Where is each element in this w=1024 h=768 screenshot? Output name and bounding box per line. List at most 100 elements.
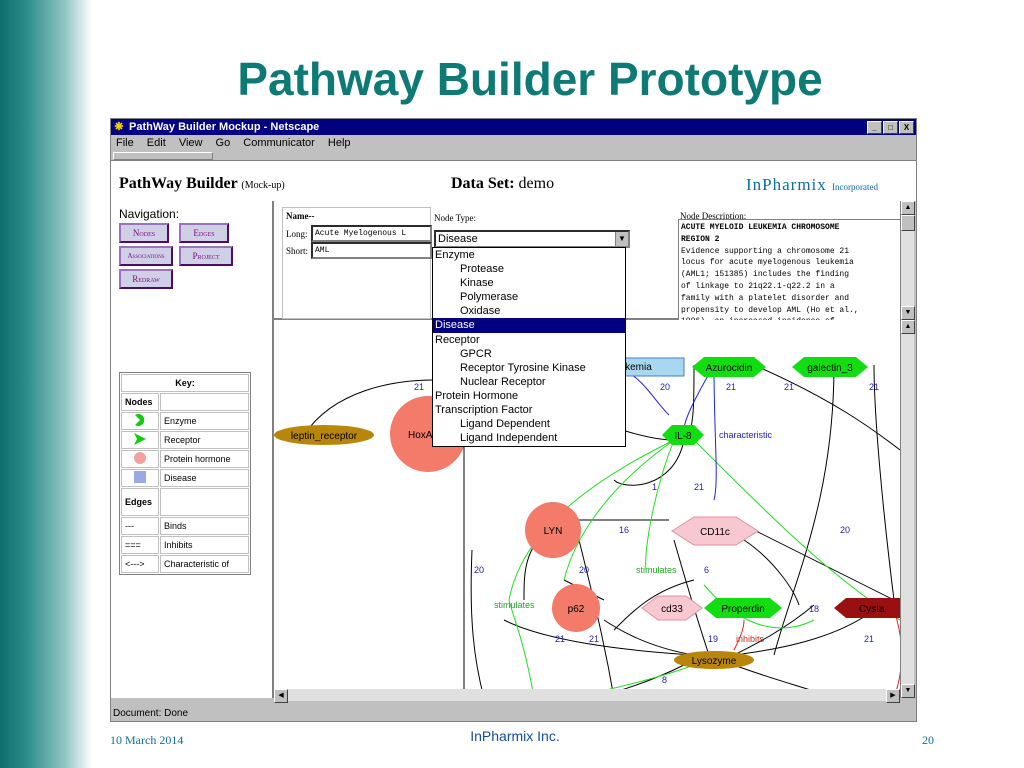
node-leptin-receptor[interactable]: leptin_receptor xyxy=(274,425,374,445)
node-p62[interactable]: p62 xyxy=(552,584,600,632)
node-label: IL-8 xyxy=(674,431,692,442)
edge-number: 21 xyxy=(589,634,599,644)
option-enzyme[interactable]: Enzyme xyxy=(435,249,475,261)
option-receptor[interactable]: Receptor xyxy=(435,333,480,346)
option-protein-hormone[interactable]: Protein Hormone xyxy=(435,389,519,402)
node-label: cd33 xyxy=(661,604,683,615)
option-ligand-dependent[interactable]: Ligand Dependent xyxy=(460,418,550,431)
node-label: galectin_3 xyxy=(807,363,853,374)
menu-view[interactable]: View xyxy=(178,137,203,149)
disease-icon xyxy=(121,469,159,487)
option-gpcr[interactable]: GPCR xyxy=(460,347,492,360)
top-scrollbar[interactable]: ▲ ▼ xyxy=(900,201,915,320)
close-button[interactable]: X xyxy=(899,121,914,134)
option-protease[interactable]: Protease xyxy=(460,263,505,276)
edge xyxy=(733,609,875,656)
option-ligand-independent[interactable]: Ligand Independent xyxy=(460,432,558,445)
key-enzyme: Enzyme xyxy=(160,412,249,430)
option-oxidase[interactable]: Oxidase xyxy=(460,305,501,318)
node-lysozyme[interactable]: Lysozyme xyxy=(674,651,754,669)
canvas-horizontal-scrollbar[interactable]: ◀ ▶ xyxy=(274,689,900,703)
node-lyn[interactable]: LYN xyxy=(525,502,581,558)
edge-number: 1 xyxy=(652,482,657,492)
edge xyxy=(470,549,485,698)
edge xyxy=(303,379,435,436)
canvas-vertical-scrollbar[interactable]: ▲ ▼ xyxy=(900,320,915,698)
node-il-8[interactable]: IL-8 xyxy=(662,425,704,445)
node-properdin[interactable]: Properdin xyxy=(704,598,782,618)
maximize-button[interactable]: □ xyxy=(883,121,898,134)
node-description-text[interactable]: ACUTE MYELOID LEUKEMIA CHROMOSOME REGION… xyxy=(678,219,904,335)
node-cd11c[interactable]: CD11c xyxy=(671,516,759,546)
dropdown-arrow-icon[interactable]: ▼ xyxy=(615,232,628,246)
scroll-up-icon[interactable]: ▲ xyxy=(901,320,915,334)
scroll-down-icon[interactable]: ▼ xyxy=(901,306,915,320)
edge xyxy=(613,439,685,486)
menu-file[interactable]: File xyxy=(116,137,134,149)
node-cd33[interactable]: cd33 xyxy=(641,595,703,621)
status-text: Document: Done xyxy=(113,708,189,719)
node-label: Properdin xyxy=(721,604,764,615)
scroll-thumb[interactable] xyxy=(901,215,915,231)
edge-label-inhibits: inhibits xyxy=(736,634,765,644)
option-disease[interactable]: Disease xyxy=(433,318,625,333)
node-azurocidin[interactable]: Azurocidin xyxy=(692,357,766,377)
node-label: Lysozyme xyxy=(692,656,737,667)
edge-number: 21 xyxy=(414,382,424,392)
node-type-dropdown[interactable]: Enzyme Protease Kinase Polymerase Oxidas… xyxy=(432,247,626,447)
associations-button[interactable]: Associations xyxy=(119,246,173,266)
redraw-button[interactable]: Redraw xyxy=(119,269,173,289)
edge-label-stimulates: stimulates xyxy=(494,600,535,610)
desc-line: locus for acute myelogenous leukemia xyxy=(681,258,854,268)
key-characteristic: Characteristic of xyxy=(160,555,249,573)
edges-button[interactable]: Edges xyxy=(179,223,229,243)
edge xyxy=(773,364,835,656)
node-label: Cysta xyxy=(859,604,885,615)
desc-line: REGION 2 xyxy=(681,234,720,244)
desc-line: family with a platelet disorder and xyxy=(681,293,850,303)
key-title: Key: xyxy=(121,374,249,392)
menu-go[interactable]: Go xyxy=(215,137,231,149)
name-label: Name-- xyxy=(286,211,315,221)
footer-company: InPharmix Inc. xyxy=(470,728,560,744)
menu-help[interactable]: Help xyxy=(327,137,351,149)
name-fieldset xyxy=(282,207,431,319)
option-polymerase[interactable]: Polymerase xyxy=(460,291,519,304)
node-cysta[interactable]: Cysta xyxy=(834,598,900,618)
edge xyxy=(508,439,675,601)
window-title: PathWay Builder Mockup - Netscape xyxy=(129,121,320,133)
toolbar-grip[interactable] xyxy=(113,152,213,160)
edge xyxy=(503,619,695,656)
menu-communicator[interactable]: Communicator xyxy=(243,137,315,149)
desc-line: Evidence supporting a chromosome 21 xyxy=(681,246,850,256)
node-label: Azurocidin xyxy=(706,363,753,374)
slide-title: Pathway Builder Prototype xyxy=(237,53,823,105)
minimize-button[interactable]: _ xyxy=(867,121,882,134)
edge xyxy=(613,579,695,631)
node-type-select[interactable]: Disease ▼ xyxy=(434,230,630,248)
menu-edit[interactable]: Edit xyxy=(146,137,166,149)
scroll-right-icon[interactable]: ▶ xyxy=(886,689,900,703)
key-binds-symbol: --- xyxy=(121,517,159,535)
window-titlebar[interactable]: ❋PathWay Builder Mockup - Netscape _□X xyxy=(111,119,916,135)
edge-number: 21 xyxy=(555,634,565,644)
collapsed-toolbars[interactable] xyxy=(111,151,916,160)
node-type-label: Node Type: xyxy=(434,213,476,223)
scroll-up-icon[interactable]: ▲ xyxy=(901,201,915,215)
project-button[interactable]: Project xyxy=(179,246,233,266)
dataset-indicator: Data Set: demo xyxy=(451,175,555,192)
company-logo: InPharmix Incorporated xyxy=(746,175,879,194)
node-galectin-3[interactable]: galectin_3 xyxy=(792,357,868,377)
scroll-down-icon[interactable]: ▼ xyxy=(901,684,915,698)
option-receptor-tyrosine-kinase[interactable]: Receptor Tyrosine Kinase xyxy=(460,361,586,374)
navigation-pane: Navigation: Nodes Edges Associations Pro… xyxy=(111,201,274,698)
node-label: p62 xyxy=(568,604,585,615)
scroll-left-icon[interactable]: ◀ xyxy=(274,689,288,703)
option-nuclear-receptor[interactable]: Nuclear Receptor xyxy=(460,375,546,388)
long-name-input[interactable]: Acute Myelogenous L xyxy=(311,225,432,242)
nodes-button[interactable]: Nodes xyxy=(119,223,169,243)
short-name-input[interactable]: AML xyxy=(311,242,432,259)
node-type-value: Disease xyxy=(438,233,478,245)
option-transcription-factor[interactable]: Transcription Factor xyxy=(435,404,533,417)
option-kinase[interactable]: Kinase xyxy=(460,277,494,290)
